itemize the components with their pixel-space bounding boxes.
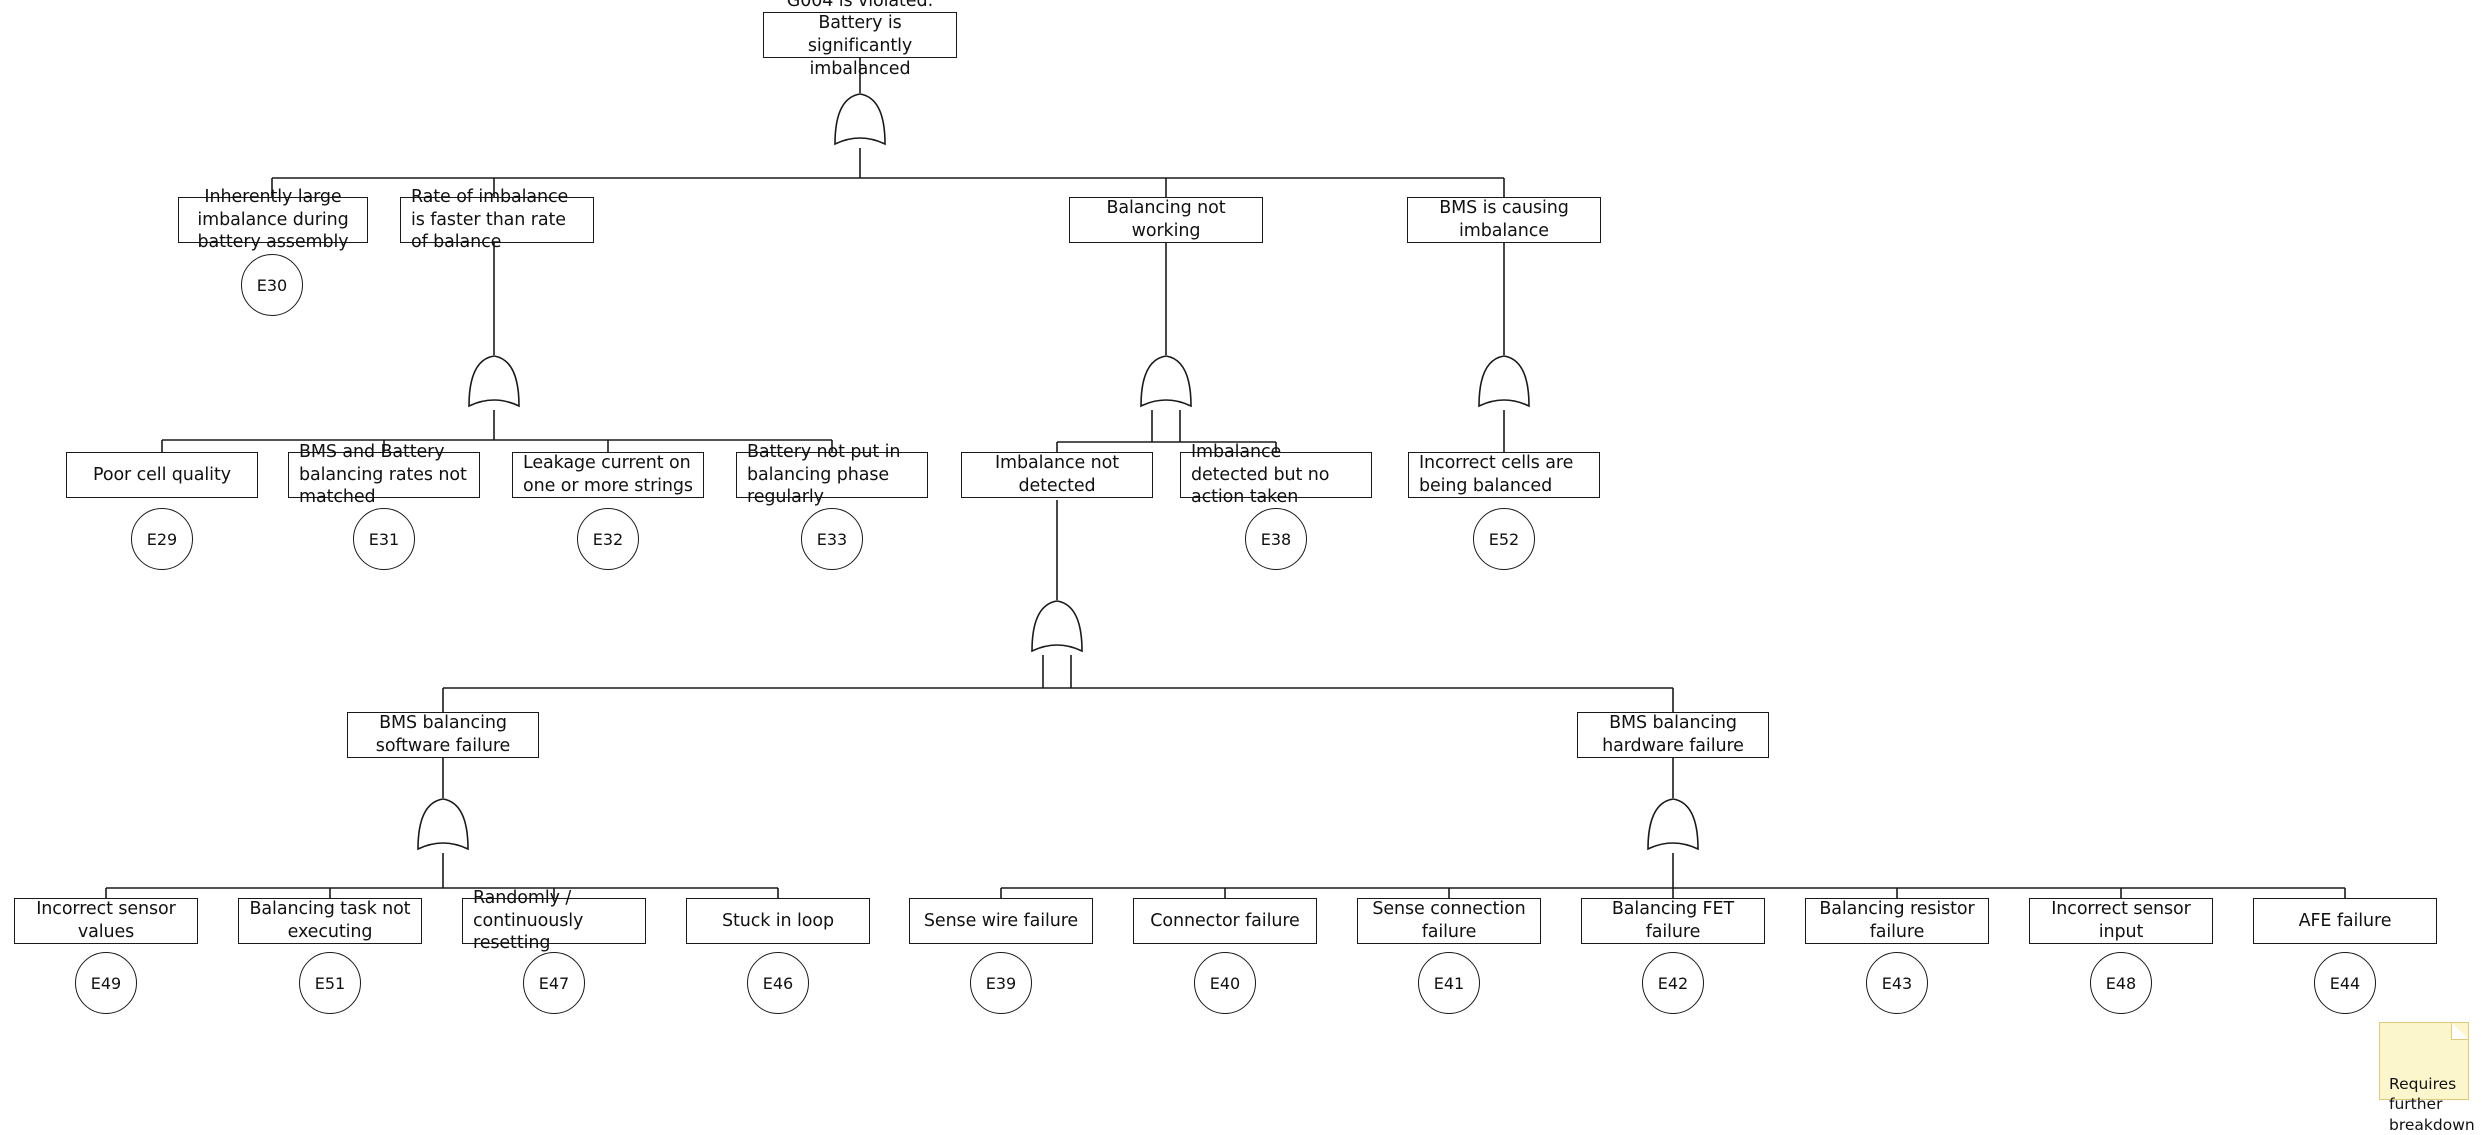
node-bms-hardware-failure-label: BMS balancing hardware failure xyxy=(1602,713,1744,756)
node-battery-not-balancing-phase[interactable]: Battery not put in balancing phase regul… xyxy=(736,442,928,507)
or-gate-top[interactable] xyxy=(830,92,890,150)
event-circle-e43[interactable]: E43 xyxy=(1866,952,1928,1014)
event-circle-e43-label: E43 xyxy=(1881,973,1913,993)
event-circle-e51[interactable]: E51 xyxy=(299,952,361,1014)
node-sense-connection-failure-label: Sense connection failure xyxy=(1372,899,1526,942)
node-randomly-resetting[interactable]: Randomly / continuously resetting xyxy=(462,888,646,953)
event-circle-e51-label: E51 xyxy=(314,973,346,993)
node-incorrect-sensor-values-label: Incorrect sensor values xyxy=(36,899,176,942)
node-afe-failure-label: AFE failure xyxy=(2298,910,2392,931)
node-battery-not-balancing-phase-label: Battery not put in balancing phase regul… xyxy=(747,441,901,508)
node-randomly-resetting-label: Randomly / continuously resetting xyxy=(473,887,584,954)
node-balancing-resistor-failure[interactable]: Balancing resistor failure xyxy=(1805,898,1989,944)
or-gate-balancing-not-working[interactable] xyxy=(1136,354,1196,412)
fault-tree-canvas: G004 is violated: Battery is significant… xyxy=(14,0,2475,1134)
node-top-event[interactable]: G004 is violated: Battery is significant… xyxy=(763,0,957,79)
event-circle-e31[interactable]: E31 xyxy=(353,508,415,570)
node-sense-wire-failure-label: Sense wire failure xyxy=(923,910,1079,931)
event-circle-e40-label: E40 xyxy=(1209,973,1241,993)
node-incorrect-cells-balanced[interactable]: Incorrect cells are being balanced xyxy=(1408,452,1600,498)
node-stuck-in-loop[interactable]: Stuck in loop xyxy=(686,898,870,944)
event-circle-e33-label: E33 xyxy=(816,529,848,549)
or-gate-bms-hardware-failure[interactable] xyxy=(1643,797,1703,855)
sticky-note-requires-breakdown[interactable]: Requires further breakdown xyxy=(2379,1022,2475,1134)
node-bms-software-failure-label: BMS balancing software failure xyxy=(375,713,511,756)
node-afe-failure[interactable]: AFE failure xyxy=(2253,898,2437,944)
node-incorrect-sensor-values[interactable]: Incorrect sensor values xyxy=(14,898,198,944)
node-poor-cell-quality-label: Poor cell quality xyxy=(93,464,231,485)
node-leakage-current[interactable]: Leakage current on one or more strings xyxy=(512,452,704,498)
event-circle-e46-label: E46 xyxy=(762,973,794,993)
or-gate-rate-of-imbalance[interactable] xyxy=(464,354,524,412)
node-bms-causing-imbalance-label: BMS is causing imbalance xyxy=(1439,198,1569,241)
event-circle-e44[interactable]: E44 xyxy=(2314,952,2376,1014)
event-circle-e42[interactable]: E42 xyxy=(1642,952,1704,1014)
node-bms-software-failure[interactable]: BMS balancing software failure xyxy=(347,712,539,758)
node-balancing-fet-failure[interactable]: Balancing FET failure xyxy=(1581,898,1765,944)
node-stuck-in-loop-label: Stuck in loop xyxy=(722,910,834,931)
event-circle-e29-label: E29 xyxy=(146,529,178,549)
event-circle-e48[interactable]: E48 xyxy=(2090,952,2152,1014)
node-bms-hardware-failure[interactable]: BMS balancing hardware failure xyxy=(1577,712,1769,758)
event-circle-e49-label: E49 xyxy=(90,973,122,993)
event-circle-e39-label: E39 xyxy=(985,973,1017,993)
node-connector-failure[interactable]: Connector failure xyxy=(1133,898,1317,944)
sticky-note-fold-icon xyxy=(2451,1022,2469,1040)
node-incorrect-cells-balanced-label: Incorrect cells are being balanced xyxy=(1419,453,1574,496)
event-circle-e39[interactable]: E39 xyxy=(970,952,1032,1014)
or-gate-bms-causing-imbalance[interactable] xyxy=(1474,354,1534,412)
event-circle-e47-label: E47 xyxy=(538,973,570,993)
node-balancing-task-not-executing-label: Balancing task not executing xyxy=(249,899,411,942)
node-rate-of-imbalance-label: Rate of imbalance is faster than rate of… xyxy=(411,186,569,253)
node-balancing-resistor-failure-label: Balancing resistor failure xyxy=(1819,899,1975,942)
node-incorrect-sensor-input[interactable]: Incorrect sensor input xyxy=(2029,898,2213,944)
node-imbalance-not-detected-label: Imbalance not detected xyxy=(994,453,1120,496)
node-sense-wire-failure[interactable]: Sense wire failure xyxy=(909,898,1093,944)
event-circle-e30[interactable]: E30 xyxy=(241,254,303,316)
event-circle-e49[interactable]: E49 xyxy=(75,952,137,1014)
sticky-note-text: Requires further breakdown xyxy=(2389,1074,2475,1134)
event-circle-e44-label: E44 xyxy=(2329,973,2361,993)
node-balancing-fet-failure-label: Balancing FET failure xyxy=(1611,899,1735,942)
event-circle-e41[interactable]: E41 xyxy=(1418,952,1480,1014)
node-sense-connection-failure[interactable]: Sense connection failure xyxy=(1357,898,1541,944)
event-circle-e42-label: E42 xyxy=(1657,973,1689,993)
node-bms-causing-imbalance[interactable]: BMS is causing imbalance xyxy=(1407,197,1601,243)
node-imbalance-no-action-label: Imbalance detected but no action taken xyxy=(1191,441,1330,508)
node-imbalance-no-action[interactable]: Imbalance detected but no action taken xyxy=(1180,442,1372,507)
event-circle-e32[interactable]: E32 xyxy=(577,508,639,570)
event-circle-e32-label: E32 xyxy=(592,529,624,549)
event-circle-e52[interactable]: E52 xyxy=(1473,508,1535,570)
node-inherent-imbalance-label: Inherently large imbalance during batter… xyxy=(197,186,349,253)
event-circle-e52-label: E52 xyxy=(1488,529,1520,549)
node-imbalance-not-detected[interactable]: Imbalance not detected xyxy=(961,452,1153,498)
node-top-event-label: G004 is violated: Battery is significant… xyxy=(786,0,934,79)
node-inherent-imbalance[interactable]: Inherently large imbalance during batter… xyxy=(178,187,368,252)
node-incorrect-sensor-input-label: Incorrect sensor input xyxy=(2051,899,2191,942)
event-circle-e31-label: E31 xyxy=(368,529,400,549)
node-balancing-rates-not-matched-label: BMS and Battery balancing rates not matc… xyxy=(299,441,467,508)
or-gate-imbalance-not-detected[interactable] xyxy=(1027,599,1087,657)
node-balancing-task-not-executing[interactable]: Balancing task not executing xyxy=(238,898,422,944)
event-circle-e38-label: E38 xyxy=(1260,529,1292,549)
node-balancing-not-working[interactable]: Balancing not working xyxy=(1069,197,1263,243)
event-circle-e38[interactable]: E38 xyxy=(1245,508,1307,570)
node-rate-of-imbalance[interactable]: Rate of imbalance is faster than rate of… xyxy=(400,187,594,252)
node-connector-failure-label: Connector failure xyxy=(1150,910,1300,931)
node-balancing-rates-not-matched[interactable]: BMS and Battery balancing rates not matc… xyxy=(288,442,480,507)
or-gate-bms-software-failure[interactable] xyxy=(413,797,473,855)
event-circle-e29[interactable]: E29 xyxy=(131,508,193,570)
node-balancing-not-working-label: Balancing not working xyxy=(1106,198,1226,241)
event-circle-e48-label: E48 xyxy=(2105,973,2137,993)
event-circle-e41-label: E41 xyxy=(1433,973,1465,993)
node-poor-cell-quality[interactable]: Poor cell quality xyxy=(66,452,258,498)
event-circle-e33[interactable]: E33 xyxy=(801,508,863,570)
event-circle-e47[interactable]: E47 xyxy=(523,952,585,1014)
event-circle-e40[interactable]: E40 xyxy=(1194,952,1256,1014)
node-leakage-current-label: Leakage current on one or more strings xyxy=(523,453,693,496)
event-circle-e30-label: E30 xyxy=(256,275,288,295)
event-circle-e46[interactable]: E46 xyxy=(747,952,809,1014)
